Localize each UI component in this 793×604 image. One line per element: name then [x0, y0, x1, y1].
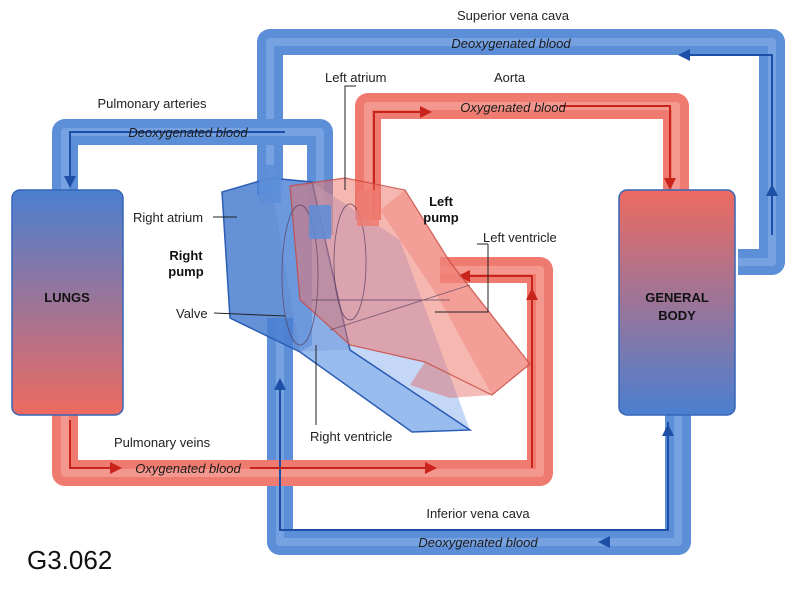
pulmonary-veins-vessel	[52, 257, 553, 486]
lungs-box: LUNGS	[11, 189, 124, 416]
valve-label: Valve	[176, 306, 208, 321]
oxygenated-flow-label-veins: Oxygenated blood	[135, 461, 241, 476]
deoxygenated-flow-label-bottom: Deoxygenated blood	[418, 535, 538, 550]
deoxygenated-flow-label-top: Deoxygenated blood	[451, 36, 571, 51]
left-ventricle-label: Left ventricle	[483, 230, 557, 245]
right-pump-label-line1: Right	[169, 248, 203, 263]
pulmonary-arteries-label: Pulmonary arteries	[97, 96, 207, 111]
lungs-label: LUNGS	[44, 290, 90, 305]
oxygenated-flow-label-aorta: Oxygenated blood	[460, 100, 566, 115]
left-atrium-label: Left atrium	[325, 70, 386, 85]
figure-id: G3.062	[27, 545, 113, 575]
inferior-vena-cava-label: Inferior vena cava	[426, 506, 530, 521]
aorta-label: Aorta	[494, 70, 526, 85]
superior-vena-cava-label: Superior vena cava	[457, 8, 570, 23]
pulmonary-veins-label: Pulmonary veins	[114, 435, 211, 450]
right-ventricle-label: Right ventricle	[310, 429, 392, 444]
general-body-label-line2: BODY	[658, 308, 696, 323]
right-pump-label-line2: pump	[168, 264, 203, 279]
heart	[221, 165, 531, 433]
flow-arrows	[64, 49, 778, 548]
superior-vena-cava-vessel	[257, 29, 785, 275]
left-pump-chamber	[289, 177, 531, 398]
right-atrium-label: Right atrium	[133, 210, 203, 225]
general-body-box: GENERAL BODY	[618, 189, 736, 416]
general-body-label-line1: GENERAL	[645, 290, 709, 305]
deoxygenated-flow-label-pulmonary: Deoxygenated blood	[128, 125, 248, 140]
aorta-vessel	[355, 93, 689, 220]
leader-lines	[213, 85, 489, 425]
left-pump-label-line1: Left	[429, 194, 454, 209]
left-pump-label-line2: pump	[423, 210, 458, 225]
